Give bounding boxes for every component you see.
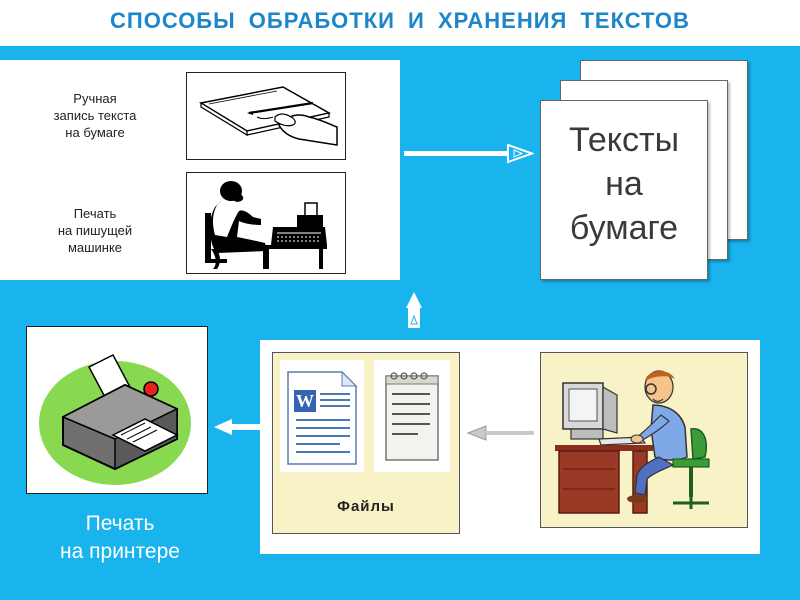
paper-sheet-front	[540, 100, 708, 280]
page-title: СПОСОБЫ ОБРАБОТКИ И ХРАНЕНИЯ ТЕКСТОВ	[110, 8, 690, 33]
handwriting-label: Ручная запись текста на бумаге	[53, 91, 137, 140]
files-label: Файлы	[337, 498, 395, 515]
svg-text:W: W	[296, 391, 314, 411]
paper-texts-label: Тексты на бумаге	[568, 121, 680, 247]
handwriting-picture	[186, 72, 346, 160]
word-document-picture: W	[280, 360, 364, 472]
notepad-icon	[385, 372, 439, 461]
arrow-to-paper	[404, 143, 534, 164]
hand-writing-icon	[198, 86, 338, 146]
notepad-picture	[374, 360, 450, 472]
arrow-to-printer	[214, 419, 262, 435]
printer-picture	[26, 326, 208, 494]
printer-label: Печать на принтере	[60, 512, 180, 563]
word-document-icon: W	[287, 370, 358, 465]
typist-silhouette-icon	[205, 181, 327, 269]
printer-icon	[39, 354, 191, 485]
typewriter-label: Печать на пишущей машинке	[57, 206, 133, 255]
arrow-up-to-paper	[406, 292, 422, 328]
computer-user-box	[540, 352, 748, 528]
computer-user-icon	[555, 370, 710, 514]
typewriter-picture	[186, 172, 346, 274]
arrow-to-files	[466, 425, 534, 441]
